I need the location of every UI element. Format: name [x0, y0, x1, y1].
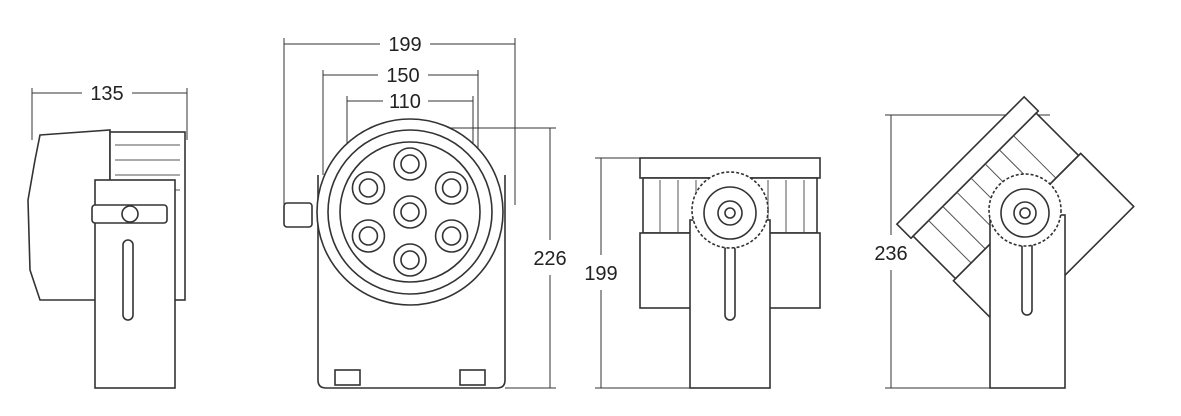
dim-tilted-height: 236	[874, 243, 907, 265]
dim-side-width: 135	[90, 83, 123, 105]
dim-front-lens: 110	[389, 91, 421, 113]
dim-rear-height: 199	[584, 263, 617, 285]
side-view: 135	[27, 83, 188, 389]
rear-view: 199	[584, 157, 821, 389]
led-lens	[441, 178, 462, 198]
led-lens	[441, 226, 462, 246]
led-lens	[358, 226, 379, 246]
dim-front-housing: 150	[386, 65, 419, 87]
led-lens	[400, 202, 420, 222]
dim-front-overall: 199	[388, 34, 421, 56]
front-view: 199 150 110 226	[283, 34, 567, 389]
led-lens	[400, 154, 420, 174]
tilted-view: 236	[874, 95, 1135, 389]
led-lens	[358, 178, 379, 198]
dim-front-height: 226	[533, 248, 566, 270]
led-lens	[400, 250, 420, 270]
